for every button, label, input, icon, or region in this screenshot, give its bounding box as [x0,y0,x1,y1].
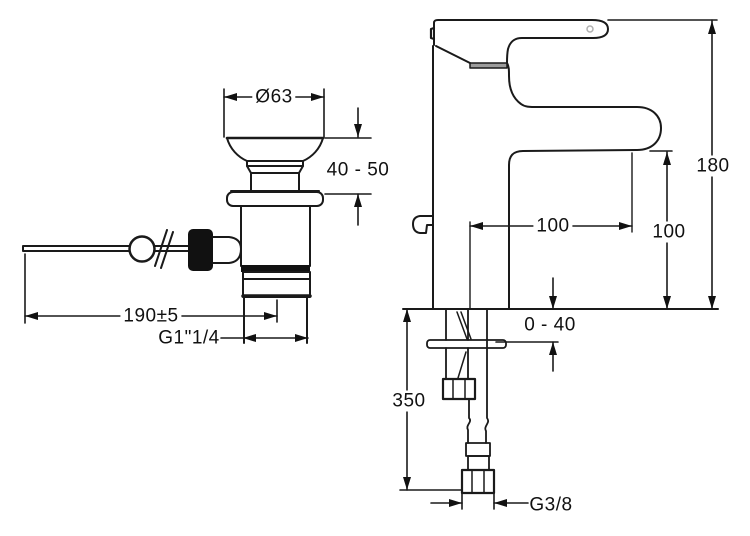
label-hose-length: 350 [389,390,429,412]
pop-up-waste-figure [22,88,372,344]
label-waste-thread: G1"1/4 [158,327,220,349]
label-total-height: 180 [693,155,733,177]
dim-drain-height-range [324,107,372,226]
label-drain-diameter: Ø63 [252,86,296,108]
label-rod-length: 190±5 [120,305,182,327]
label-drain-height-range: 40 - 50 [326,159,390,181]
basin-mixer-figure [399,19,719,510]
label-deck-thickness: 0 - 40 [524,314,576,336]
dim-supply-thread [430,493,529,510]
dim-waste-thread [220,334,309,342]
label-spout-height: 100 [649,221,689,243]
label-supply-thread: G3/8 [529,494,573,516]
dim-deck-thickness [495,277,559,372]
label-spout-reach: 100 [533,215,573,237]
